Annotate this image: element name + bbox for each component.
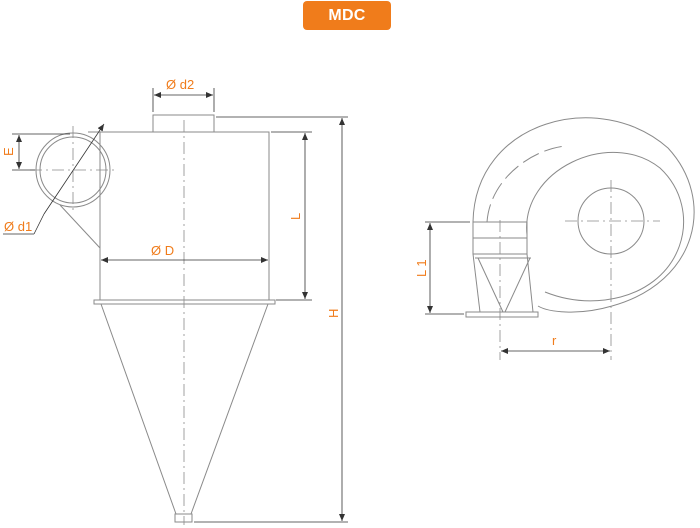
label-D: Ø D: [151, 243, 174, 258]
front-view: [35, 114, 276, 523]
base-plate: [465, 311, 539, 318]
label-d1: Ø d1: [4, 219, 32, 234]
label-e: E: [1, 147, 16, 156]
cone: [100, 303, 269, 515]
model-badge: MDC: [303, 1, 391, 30]
label-H: H: [326, 309, 341, 318]
label-L1: L 1: [414, 259, 429, 277]
label-L: L: [288, 213, 303, 220]
side-dimensions: [425, 221, 610, 354]
scroll-outer: [472, 117, 695, 313]
scroll-inner: [526, 151, 685, 302]
front-dimensions: [3, 88, 348, 523]
cylinder-body: [99, 131, 270, 301]
label-d2: Ø d2: [166, 77, 194, 92]
dust-outlet: [174, 513, 193, 523]
flange: [93, 299, 276, 305]
outlet-pipe: [152, 114, 215, 133]
label-r: r: [552, 333, 557, 348]
